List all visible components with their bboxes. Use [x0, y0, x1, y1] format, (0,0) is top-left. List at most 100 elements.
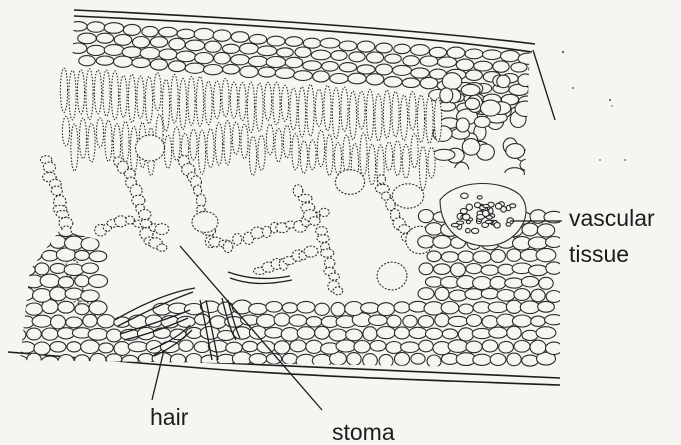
epidermis-cell — [506, 144, 525, 159]
lower-tissue-cell — [58, 277, 73, 288]
lower-tissue-cell — [419, 263, 433, 275]
lower-tissue-cell — [274, 313, 290, 326]
lower-tissue-cell — [346, 329, 363, 341]
lower-tissue-cell — [379, 354, 393, 367]
lower-tissue-cell — [33, 289, 52, 303]
lower-tissue-cell — [10, 277, 26, 289]
vascular-cell — [485, 220, 492, 223]
epidermis-cell — [285, 57, 302, 67]
lower-tissue-cell — [451, 263, 466, 277]
mesophyll-cell — [251, 227, 264, 238]
epidermis-cell — [527, 108, 546, 118]
lower-tissue-cell — [370, 341, 386, 352]
epidermis-cell — [266, 57, 286, 68]
epidermis-cell — [114, 56, 133, 67]
lower-tissue-cell — [363, 354, 378, 368]
lower-tissue-cell — [386, 342, 402, 354]
lower-tissue-cell — [498, 264, 514, 275]
lower-tissue-cell — [75, 275, 89, 287]
lower-tissue-cell — [490, 276, 506, 289]
mesophyll-cell — [155, 224, 169, 235]
palisade-cell — [164, 135, 171, 168]
lower-tissue-cell — [312, 354, 331, 367]
lower-tissue-cell — [473, 354, 491, 365]
lower-tissue-cell — [306, 317, 322, 327]
lower-tissue-cell — [97, 315, 115, 328]
lower-tissue-cell — [441, 252, 458, 262]
lower-tissue-cell — [50, 287, 67, 301]
lower-tissue-cell — [306, 340, 322, 353]
lower-tissue-cell — [427, 251, 441, 262]
palisade-cell — [86, 69, 93, 120]
mesophyll-cell — [298, 194, 312, 202]
lower-tissue-cell — [354, 341, 370, 353]
palisade-cell — [383, 90, 390, 138]
lower-tissue-cell — [67, 342, 81, 352]
palisade-cell — [205, 81, 212, 125]
lower-tissue-cell — [17, 264, 35, 276]
lower-tissue-cell — [536, 248, 556, 261]
palisade-cell — [326, 135, 333, 176]
lower-tissue-cell — [249, 303, 268, 314]
epidermis-cell — [176, 51, 196, 62]
lower-tissue-cell — [201, 355, 219, 365]
palisade-cell — [69, 71, 76, 120]
lower-tissue-cell — [114, 317, 130, 327]
palisade-cell — [281, 85, 288, 121]
palisade-cell — [375, 94, 382, 141]
lower-tissue-cell — [426, 223, 443, 235]
lower-tissue-cell — [242, 341, 257, 351]
epidermis-cell — [275, 68, 295, 79]
epidermis-cell — [78, 33, 97, 44]
palisade-cell — [411, 134, 418, 168]
epidermis-cell — [185, 63, 205, 73]
lower-tissue-cell — [82, 263, 99, 273]
epidermis-cell — [440, 88, 453, 103]
lower-tissue-cell — [153, 328, 170, 338]
epidermis-cell — [483, 50, 502, 60]
epidermis-cell — [132, 58, 150, 68]
lower-tissue-cell — [194, 342, 210, 353]
epidermis-cell — [79, 56, 95, 66]
lower-tissue-cell — [458, 328, 473, 341]
palisade-cell — [394, 141, 401, 176]
lower-tissue-cell — [403, 315, 417, 327]
vascular-cell — [466, 228, 471, 233]
palisade-cell — [71, 124, 78, 171]
palisade-cell — [283, 125, 290, 158]
lower-tissue-cell — [9, 301, 26, 314]
epidermis-cell — [511, 63, 527, 73]
mesophyll-cell — [316, 227, 328, 235]
epidermis-cell — [177, 29, 195, 39]
palisade-cell — [171, 74, 178, 123]
lower-tissue-cell — [506, 300, 521, 313]
epidermis-cell — [528, 87, 546, 96]
palisade-cell — [137, 76, 144, 118]
palisade-cell — [207, 129, 214, 168]
vascular-cell — [477, 196, 482, 199]
epidermis-cell — [460, 170, 472, 180]
mesophyll-cell — [223, 241, 232, 253]
lower-tissue-cell — [89, 251, 107, 262]
palisade-cell — [343, 135, 350, 171]
epidermis-cell — [385, 54, 402, 63]
palisade-cell — [298, 87, 305, 137]
epidermis-cell — [456, 59, 473, 70]
lower-tissue-cell — [72, 225, 92, 236]
lower-tissue-cell — [200, 301, 219, 312]
epidermis-cell — [203, 65, 222, 75]
palisade-cell — [341, 87, 348, 131]
lower-tissue-cell — [33, 236, 52, 248]
lower-tissue-cell — [266, 302, 282, 313]
lower-tissue-cell — [289, 315, 307, 327]
lower-tissue-cell — [315, 303, 330, 315]
palisade-cell — [198, 130, 205, 174]
lower-tissue-cell — [40, 274, 60, 287]
palisade-cell — [162, 79, 169, 131]
lower-tissue-cell — [419, 340, 434, 352]
palisade-cell — [88, 124, 95, 163]
lower-tissue-cell — [128, 342, 148, 352]
epidermis-cell — [231, 32, 249, 43]
mesophyll-cell — [333, 287, 343, 295]
palisade-cell — [239, 83, 246, 121]
